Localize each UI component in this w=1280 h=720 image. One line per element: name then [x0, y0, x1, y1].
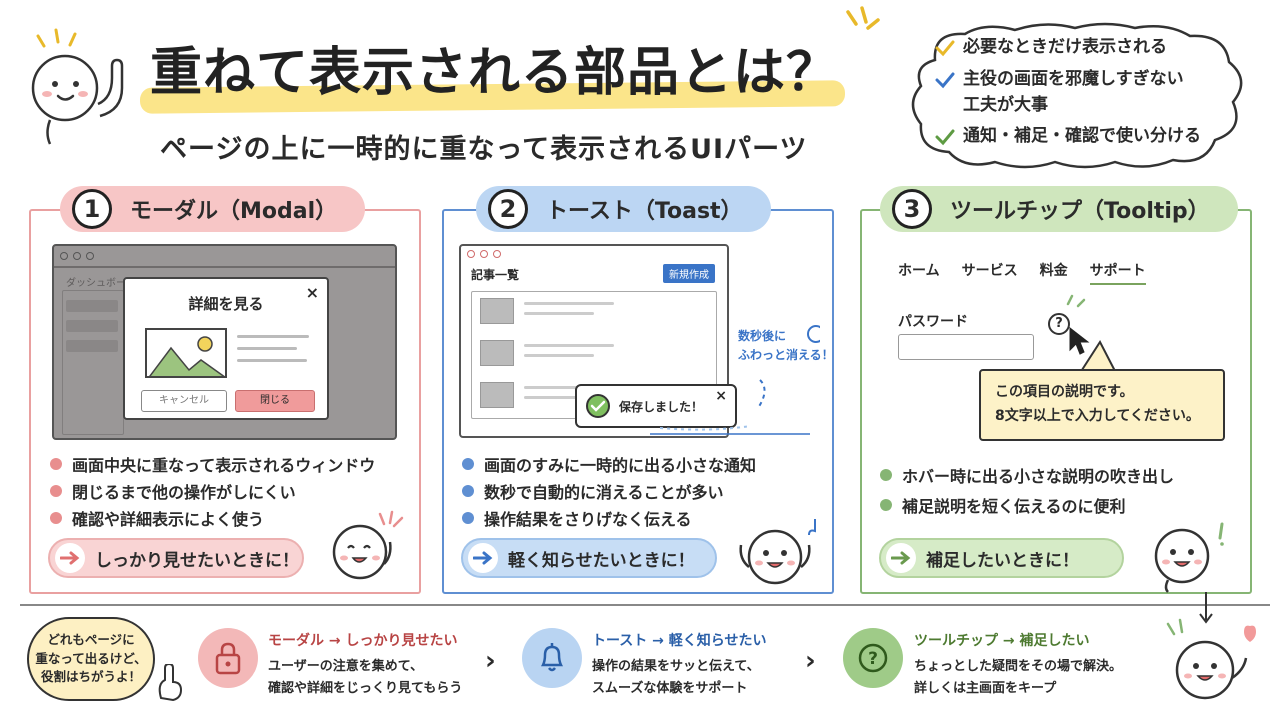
image-placeholder-icon: [145, 328, 227, 378]
checklist-item: 必要なときだけ表示される: [935, 36, 1235, 60]
toast-card-header: 2 トースト（Toast）: [476, 186, 771, 232]
summary-desc-tooltip: ちょっとした疑問をその場で解決。 詳しくは主画面をキープ: [914, 659, 1123, 697]
arrow-down-icon: [1199, 592, 1213, 624]
modal-card-header: 1 モーダル（Modal）: [60, 186, 366, 232]
pointing-hand-icon: [158, 664, 183, 702]
password-input[interactable]: [898, 334, 1034, 360]
close-icon[interactable]: ×: [715, 388, 727, 404]
nav-item-pricing[interactable]: 料金: [1039, 263, 1068, 279]
demo-nav: ホーム サービス 料金 サポート: [898, 260, 1146, 285]
mascot-happy-icon: [1154, 522, 1224, 593]
speech-bubble: どれもページに 重なって出るけど、 役割はちがうよ！: [27, 617, 155, 701]
fade-trail-icon: [650, 325, 820, 435]
new-article-button[interactable]: 新規作成: [663, 264, 715, 283]
list-item: ホバー時に出る小さな説明の吹き出し: [880, 460, 1174, 490]
mascot-cheering-icon: [332, 510, 404, 580]
page-subtitle: ページの上に一時的に重なって表示されるUIパーツ: [160, 134, 808, 165]
mascot-pointing-icon: [31, 28, 124, 145]
nav-item-home[interactable]: ホーム: [898, 263, 940, 279]
toast-bullets: 画面のすみに一時的に出る小さな通知 数秒で自動的に消えることが多い 操作結果をさ…: [462, 450, 756, 531]
nav-item-services[interactable]: サービス: [961, 263, 1018, 279]
list-item: 確認や詳細表示によく使う: [50, 504, 375, 531]
question-icon: ?: [843, 628, 903, 688]
section-divider: [20, 604, 1270, 606]
number-badge: 3: [892, 189, 932, 229]
cursor-icon: [1069, 326, 1090, 355]
tooltip-usage-pill: 補足したいときに！: [879, 538, 1124, 578]
modal-usage-pill: しっかり見せたいときに！: [48, 538, 304, 578]
sparkle-icon: [1066, 294, 1086, 308]
tooltip: この項目の説明です。 8文字以上で入力してください。: [979, 369, 1225, 441]
list-item: 画面のすみに一時的に出る小さな通知: [462, 450, 756, 477]
svg-text:?: ?: [868, 649, 878, 669]
checklist: 必要なときだけ表示される 主役の画面を邪魔しすぎない 工夫が大事 通知・補足・確…: [935, 36, 1235, 157]
nav-item-support[interactable]: サポート: [1089, 260, 1146, 285]
list-item: 数秒で自動的に消えることが多い: [462, 477, 756, 504]
check-icon: [935, 72, 955, 89]
tooltip-pointer-icon: [1079, 340, 1117, 374]
window-title: 記事一覧: [471, 268, 520, 282]
close-button[interactable]: 閉じる: [235, 390, 315, 412]
mascot-heart-icon: [1166, 618, 1256, 700]
password-label: パスワード: [898, 314, 968, 330]
modal-dialog-title: 詳細を見る: [188, 295, 264, 313]
modal-card-title: モーダル（Modal）: [130, 199, 338, 224]
arrow-right-icon: [468, 543, 498, 573]
modal-bullets: 画面中央に重なって表示されるウィンドウ 閉じるまで他の操作がしにくい 確認や詳細…: [50, 450, 375, 531]
chevron-right-icon: ›: [805, 646, 816, 676]
cancel-button[interactable]: キャンセル: [141, 390, 227, 412]
lock-icon: [198, 628, 258, 688]
toast-card-title: トースト（Toast）: [546, 199, 743, 224]
toast-message: 保存しました！: [619, 399, 704, 414]
arrow-right-icon: [55, 543, 85, 573]
summary-desc-modal: ユーザーの注意を集めて、 確認や詳細をじっくり見てもらう: [268, 659, 463, 697]
list-item: 操作結果をさりげなく伝える: [462, 504, 756, 531]
tooltip-bullets: ホバー時に出る小さな説明の吹き出し 補足説明を短く伝えるのに便利: [880, 460, 1174, 520]
mascot-waving-icon: [739, 519, 816, 585]
tooltip-card-title: ツールチップ（Tooltip）: [950, 199, 1210, 224]
help-icon[interactable]: ?: [1048, 313, 1070, 335]
background-window-label: ダッシュボード: [66, 278, 136, 289]
tooltip-card-header: 3 ツールチップ（Tooltip）: [880, 186, 1238, 232]
check-icon: [935, 129, 955, 146]
close-icon[interactable]: ×: [305, 283, 319, 302]
checklist-item-continued: 工夫が大事: [963, 94, 1048, 115]
summary-heading-modal: モーダル → しっかり見せたい: [268, 633, 458, 649]
checklist-item: 主役の画面を邪魔しすぎない: [935, 68, 1235, 92]
sparkle-icon: [846, 6, 880, 30]
checklist-item: 通知・補足・確認で使い分ける: [935, 125, 1235, 149]
page-title: 重ねて表示される部品とは？: [150, 43, 840, 103]
toast-notification: 保存しました！ ×: [575, 384, 737, 428]
list-item: 補足説明を短く伝えるのに便利: [880, 490, 1174, 520]
number-badge: 1: [72, 189, 112, 229]
modal-dialog: 詳細を見る × キャンセル 閉じる: [123, 277, 329, 420]
summary-desc-toast: 操作の結果をサッと伝えて、 スムーズな体験をサポート: [592, 659, 760, 697]
summary-heading-tooltip: ツールチップ → 補足したい: [914, 633, 1090, 649]
list-item: 画面中央に重なって表示されるウィンドウ: [50, 450, 375, 477]
bell-icon: [522, 628, 582, 688]
toast-usage-pill: 軽く知らせたいときに！: [461, 538, 717, 578]
checklist-cloud: [905, 20, 1255, 170]
check-circle-icon: [586, 394, 610, 418]
fade-note: 数秒後に ふわっと消える！: [738, 329, 834, 363]
list-item: 閉じるまで他の操作がしにくい: [50, 477, 375, 504]
summary-heading-toast: トースト → 軽く知らせたい: [592, 633, 767, 649]
chevron-right-icon: ›: [485, 646, 496, 676]
arrow-right-icon: [886, 543, 916, 573]
number-badge: 2: [488, 189, 528, 229]
check-icon: [935, 40, 955, 57]
